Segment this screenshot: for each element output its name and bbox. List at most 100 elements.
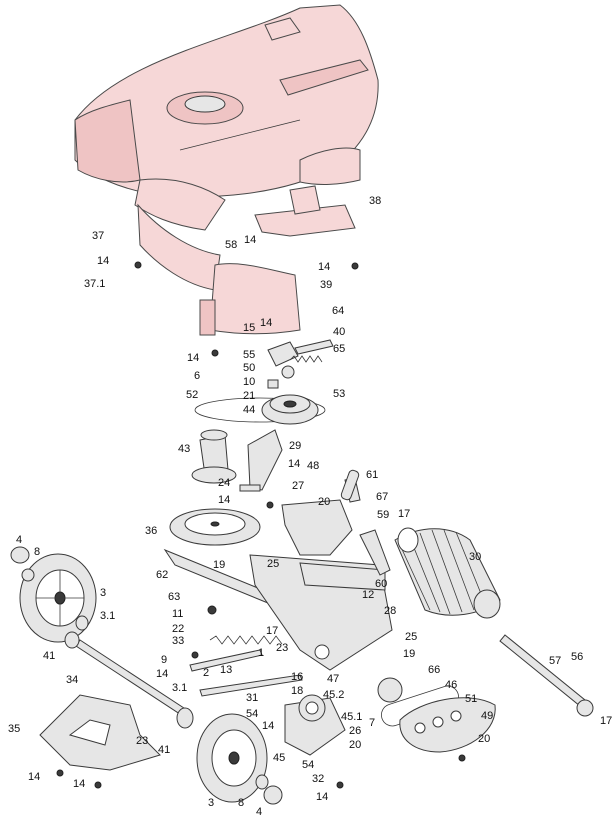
part-callout: 20	[318, 496, 330, 508]
part-callout: 46	[445, 679, 457, 691]
part-callout: 14	[218, 494, 230, 506]
gearbox	[284, 694, 346, 756]
part-callout: 2	[203, 667, 209, 679]
part-callout: 48	[307, 460, 319, 472]
part-callout: 22	[172, 623, 184, 635]
part-callout: 14	[28, 771, 40, 783]
height-adjust-bracket	[39, 694, 161, 771]
part-callout: 23	[136, 735, 148, 747]
part-callout: 1	[258, 647, 264, 659]
part-callout: 33	[172, 635, 184, 647]
part-callout: 44	[243, 404, 255, 416]
part-callout: 7	[369, 717, 375, 729]
part-callout: 57	[549, 655, 561, 667]
part-callout: 59	[377, 509, 389, 521]
grass-guard	[137, 185, 356, 336]
part-callout: 14	[288, 458, 300, 470]
part-callout: 21	[243, 390, 255, 402]
part-callout: 32	[312, 773, 324, 785]
part-callout: 51	[465, 693, 477, 705]
part-callout: 45	[273, 752, 285, 764]
part-callout: 63	[168, 591, 180, 603]
part-callout: 38	[369, 195, 381, 207]
part-callout: 17	[398, 508, 410, 520]
part-callout: 14	[97, 255, 109, 267]
part-callout: 39	[320, 279, 332, 291]
part-callout: 65	[333, 343, 345, 355]
part-callout: 41	[43, 650, 55, 662]
part-callout: 45.2	[323, 689, 344, 701]
part-callout: 30	[469, 551, 481, 563]
bearing-housing	[191, 429, 237, 484]
part-callout: 50	[243, 362, 255, 374]
part-callout: 37.1	[84, 278, 105, 290]
part-callout: 6	[194, 370, 200, 382]
part-callout: 25	[267, 558, 279, 570]
part-callout: 4	[16, 534, 22, 546]
spring-33	[209, 635, 283, 645]
part-callout: 52	[186, 389, 198, 401]
part-callout: 14	[260, 317, 272, 329]
part-callout: 34	[66, 674, 78, 686]
part-callout: 4	[256, 806, 262, 818]
part-callout: 14	[244, 234, 256, 246]
part-callout: 28	[384, 605, 396, 617]
part-callout: 49	[481, 710, 493, 722]
part-callout: 3.1	[172, 682, 187, 694]
part-callout: 54	[246, 708, 258, 720]
part-callout: 27	[292, 480, 304, 492]
part-callout: 64	[332, 305, 344, 317]
blade-disc	[169, 508, 261, 546]
part-callout: 20	[478, 733, 490, 745]
part-callout: 14	[316, 791, 328, 803]
part-callout: 35	[8, 723, 20, 735]
part-callout: 3.1	[100, 610, 115, 622]
part-callout: 58	[225, 239, 237, 251]
part-callout: 8	[34, 546, 40, 558]
part-callout: 55	[243, 349, 255, 361]
part-callout: 15	[243, 322, 255, 334]
part-callout: 23	[276, 642, 288, 654]
part-callout: 36	[145, 525, 157, 537]
part-callout: 47	[327, 673, 339, 685]
part-callout: 14	[73, 778, 85, 790]
part-callout: 17	[600, 715, 612, 727]
wheel-hubs	[10, 546, 283, 805]
part-callout: 62	[156, 569, 168, 581]
lever-61	[340, 469, 360, 501]
part-callout: 66	[428, 664, 440, 676]
part-callout: 3	[100, 587, 106, 599]
mower-deck	[74, 4, 379, 231]
part-callout: 45.1	[341, 711, 362, 723]
screws	[56, 261, 466, 789]
part-callout: 25	[405, 631, 417, 643]
part-callout: 14	[156, 668, 168, 680]
part-callout: 16	[291, 671, 303, 683]
part-callout: 10	[243, 376, 255, 388]
part-callout: 11	[172, 608, 183, 620]
part-callout: 53	[333, 388, 345, 400]
roller-shaft	[499, 634, 594, 717]
part-callout: 19	[403, 648, 415, 660]
pulley-belt	[194, 394, 326, 425]
part-callout: 37	[92, 230, 104, 242]
chassis-frame	[249, 554, 393, 671]
part-callout: 67	[376, 491, 388, 503]
part-callout: 9	[161, 654, 167, 666]
part-callout: 54	[302, 759, 314, 771]
part-callout: 41	[158, 744, 170, 756]
part-callout: 12	[362, 589, 374, 601]
part-callout: 19	[213, 559, 225, 571]
part-callout: 60	[375, 578, 387, 590]
part-callout: 40	[333, 326, 345, 338]
part-callout: 8	[238, 797, 244, 809]
rear-wheel-bottom	[196, 713, 268, 803]
part-callout: 14	[187, 352, 199, 364]
part-callout: 61	[366, 469, 378, 481]
part-callout: 13	[220, 664, 232, 676]
rear-roller	[394, 527, 501, 619]
part-callout: 56	[571, 651, 583, 663]
part-callout: 17	[266, 625, 278, 637]
